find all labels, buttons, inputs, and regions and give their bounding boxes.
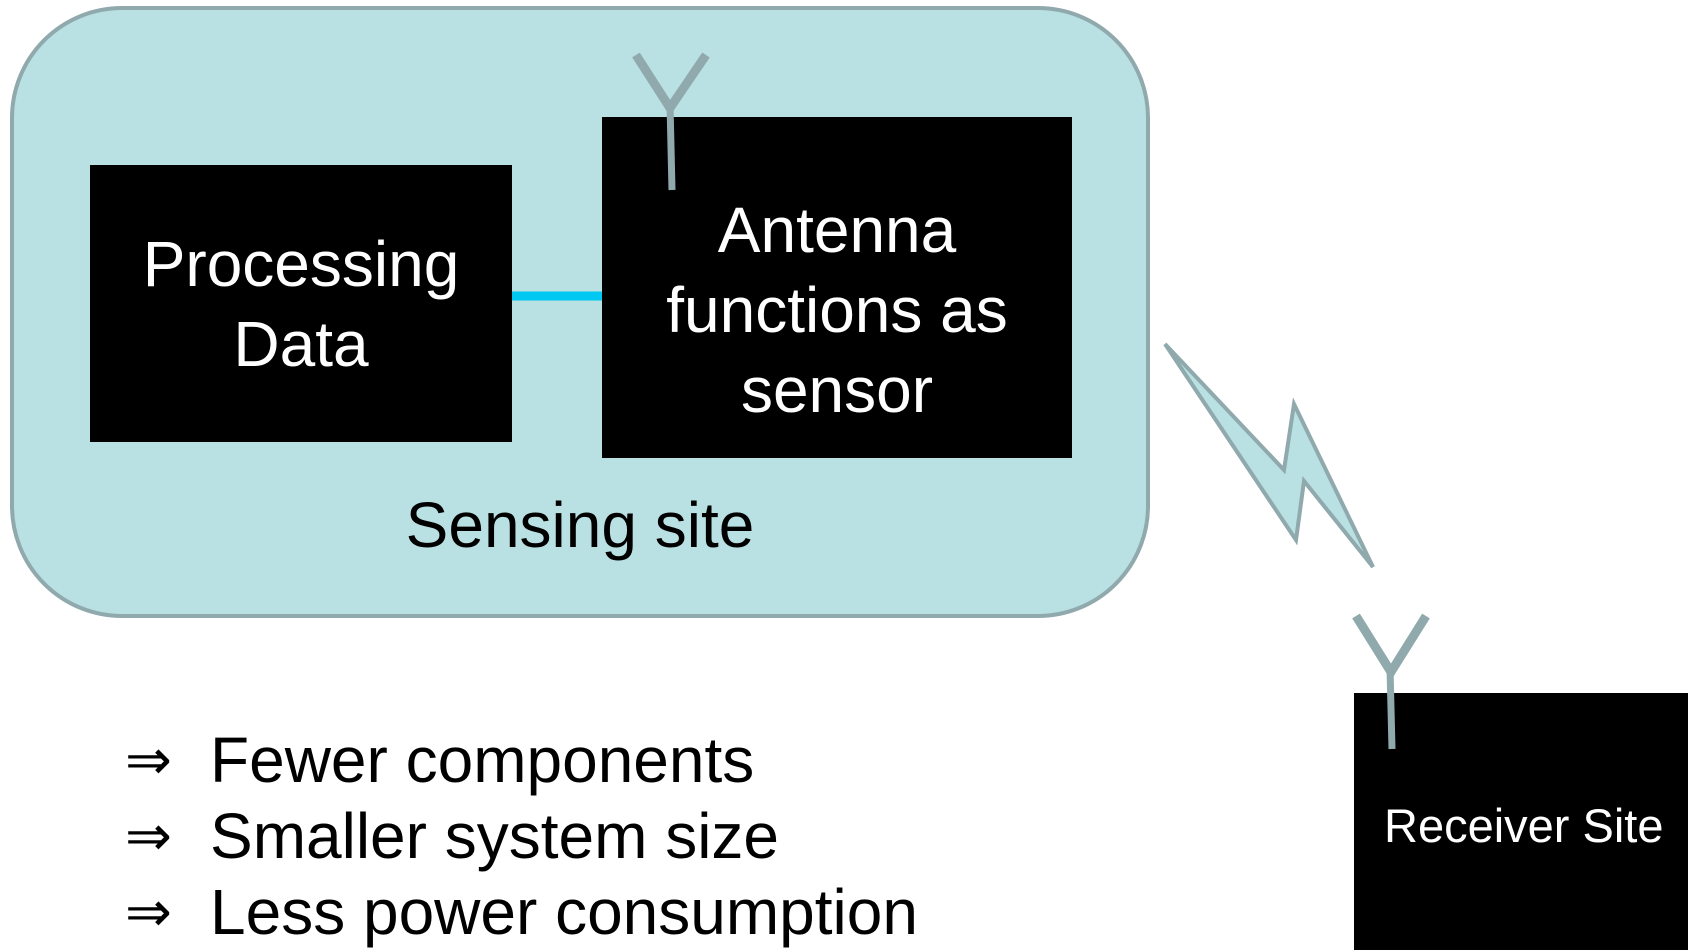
benefits-list: ⇒ Fewer components ⇒ Smaller system size… (125, 722, 918, 950)
processing-data-label: Processing Data (142, 227, 460, 380)
implies-arrow-icon: ⇒ (125, 727, 172, 793)
antenna-sensor-block (602, 117, 1072, 458)
benefit-text: Fewer components (210, 724, 755, 796)
sensing-site-label: Sensing site (405, 489, 755, 561)
list-item: ⇒ Fewer components (125, 722, 918, 798)
receiver-site-block (1354, 693, 1688, 950)
implies-arrow-icon: ⇒ (125, 879, 172, 945)
processing-data-block (90, 165, 512, 442)
antenna-sensor-label: Antenna functions as sensor (666, 194, 1008, 426)
receiver-site-label: Receiver Site (1384, 798, 1664, 852)
lightning-bolt-icon (1163, 342, 1375, 569)
benefit-text: Less power consumption (210, 876, 918, 948)
implies-arrow-icon: ⇒ (125, 803, 172, 869)
antenna-icon (1352, 613, 1430, 750)
antenna-icon (632, 52, 710, 191)
benefit-text: Smaller system size (210, 800, 779, 872)
list-item: ⇒ Less power consumption (125, 874, 918, 950)
list-item: ⇒ Smaller system size (125, 798, 918, 874)
